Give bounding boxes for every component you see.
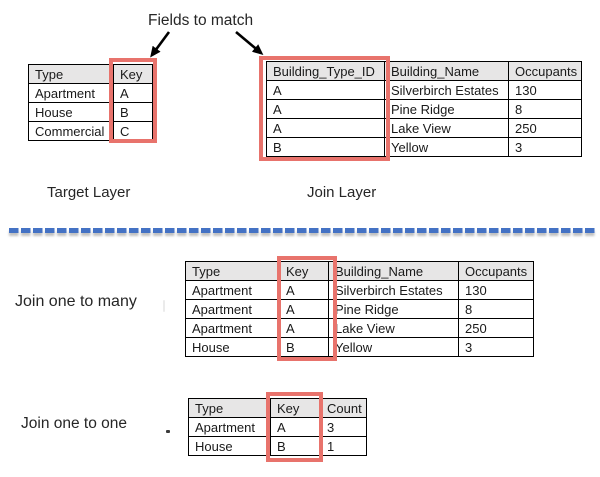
table-row: B Yellow 3 [266, 137, 583, 157]
data-cell: Apartment [185, 299, 280, 319]
data-cell: House [28, 102, 114, 122]
table-row: House B Yellow 3 [185, 337, 534, 357]
fields-to-match-arrows [150, 31, 264, 58]
table-row: Apartment A 3 [188, 417, 367, 437]
table-row: House B [28, 102, 153, 122]
data-cell: House [185, 337, 280, 357]
data-cell: House [188, 436, 271, 456]
table-header-row: Building_Type_ID Building_Name Occupants [266, 61, 583, 81]
data-cell: Lake View [328, 318, 459, 338]
header-cell: Building_Name [328, 261, 459, 281]
table-row: House B 1 [188, 436, 367, 456]
arrow-to-join-key [235, 31, 264, 56]
table-row: Apartment A Lake View 250 [185, 318, 534, 338]
data-cell: B [113, 102, 153, 122]
data-cell: 3 [507, 137, 583, 157]
data-cell: 1 [320, 436, 367, 456]
data-cell: A [279, 318, 329, 338]
data-cell: Pine Ridge [384, 99, 509, 119]
header-cell: Occupants [458, 261, 534, 281]
join-one-to-many-caption: Join one to many [15, 293, 137, 310]
data-cell: A [266, 80, 385, 100]
data-cell: B [266, 137, 385, 157]
header-cell: Key [270, 398, 321, 418]
data-cell: Lake View [384, 118, 509, 138]
data-cell: 3 [458, 337, 534, 357]
dashed-separator-line [9, 228, 595, 233]
join-one-to-many-table: Type Key Building_Name Occupants Apartme… [185, 261, 534, 357]
header-cell: Building_Type_ID [266, 61, 385, 81]
data-cell: B [270, 436, 321, 456]
data-cell: A [279, 280, 329, 300]
header-cell: Type [188, 398, 271, 418]
join-one-to-one-caption: Join one to one [21, 415, 128, 432]
table-row: Apartment A Pine Ridge 8 [185, 299, 534, 319]
target-layer-caption: Target Layer [47, 184, 131, 201]
data-cell: 250 [507, 118, 583, 138]
header-cell: Type [185, 261, 280, 281]
header-cell: Type [28, 64, 114, 84]
data-cell: Pine Ridge [328, 299, 459, 319]
data-cell: 250 [458, 318, 534, 338]
data-cell: 130 [507, 80, 583, 100]
table-row: Apartment A [28, 83, 153, 103]
header-cell: Key [279, 261, 329, 281]
data-cell: 8 [507, 99, 583, 119]
data-cell: Silverbirch Estates [328, 280, 459, 300]
data-cell: Apartment [185, 280, 280, 300]
data-cell: Apartment [185, 318, 280, 338]
data-cell: B [279, 337, 329, 357]
table-header-row: Type Key [28, 64, 153, 84]
data-cell: C [113, 121, 153, 141]
table-header-row: Type Key Building_Name Occupants [185, 261, 534, 281]
data-cell: 130 [458, 280, 534, 300]
table-row: A Silverbirch Estates 130 [266, 80, 583, 100]
join-one-to-one-table: Type Key Count Apartment A 3 House B 1 [188, 398, 367, 456]
arrow-to-target-key [150, 31, 171, 58]
data-cell: 8 [458, 299, 534, 319]
data-cell: A [270, 417, 321, 437]
table-header-row: Type Key Count [188, 398, 367, 418]
separator-shadow [9, 231, 595, 236]
join-layer-caption: Join Layer [307, 184, 377, 201]
table-row: A Pine Ridge 8 [266, 99, 583, 119]
data-cell: A [266, 99, 385, 119]
header-cell: Occupants [507, 61, 583, 81]
stray-dot [166, 430, 170, 433]
data-cell: Yellow [328, 337, 459, 357]
faint-mark [163, 300, 165, 312]
data-cell: A [266, 118, 385, 138]
target-layer-table: Type Key Apartment A House B Commercial … [28, 64, 153, 141]
fields-to-match-label: Fields to match [148, 12, 254, 29]
join-layer-table: Building_Type_ID Building_Name Occupants… [266, 61, 583, 157]
data-cell: Apartment [188, 417, 271, 437]
data-cell: A [279, 299, 329, 319]
data-cell: Silverbirch Estates [384, 80, 509, 100]
table-row: Commercial C [28, 121, 153, 141]
data-cell: 3 [320, 417, 367, 437]
table-row: A Lake View 250 [266, 118, 583, 138]
data-cell: A [113, 83, 153, 103]
table-row: Apartment A Silverbirch Estates 130 [185, 280, 534, 300]
header-cell: Key [113, 64, 153, 84]
data-cell: Yellow [384, 137, 509, 157]
data-cell: Apartment [28, 83, 114, 103]
data-cell: Commercial [28, 121, 114, 141]
header-cell: Building_Name [384, 61, 509, 81]
header-cell: Count [320, 398, 367, 418]
